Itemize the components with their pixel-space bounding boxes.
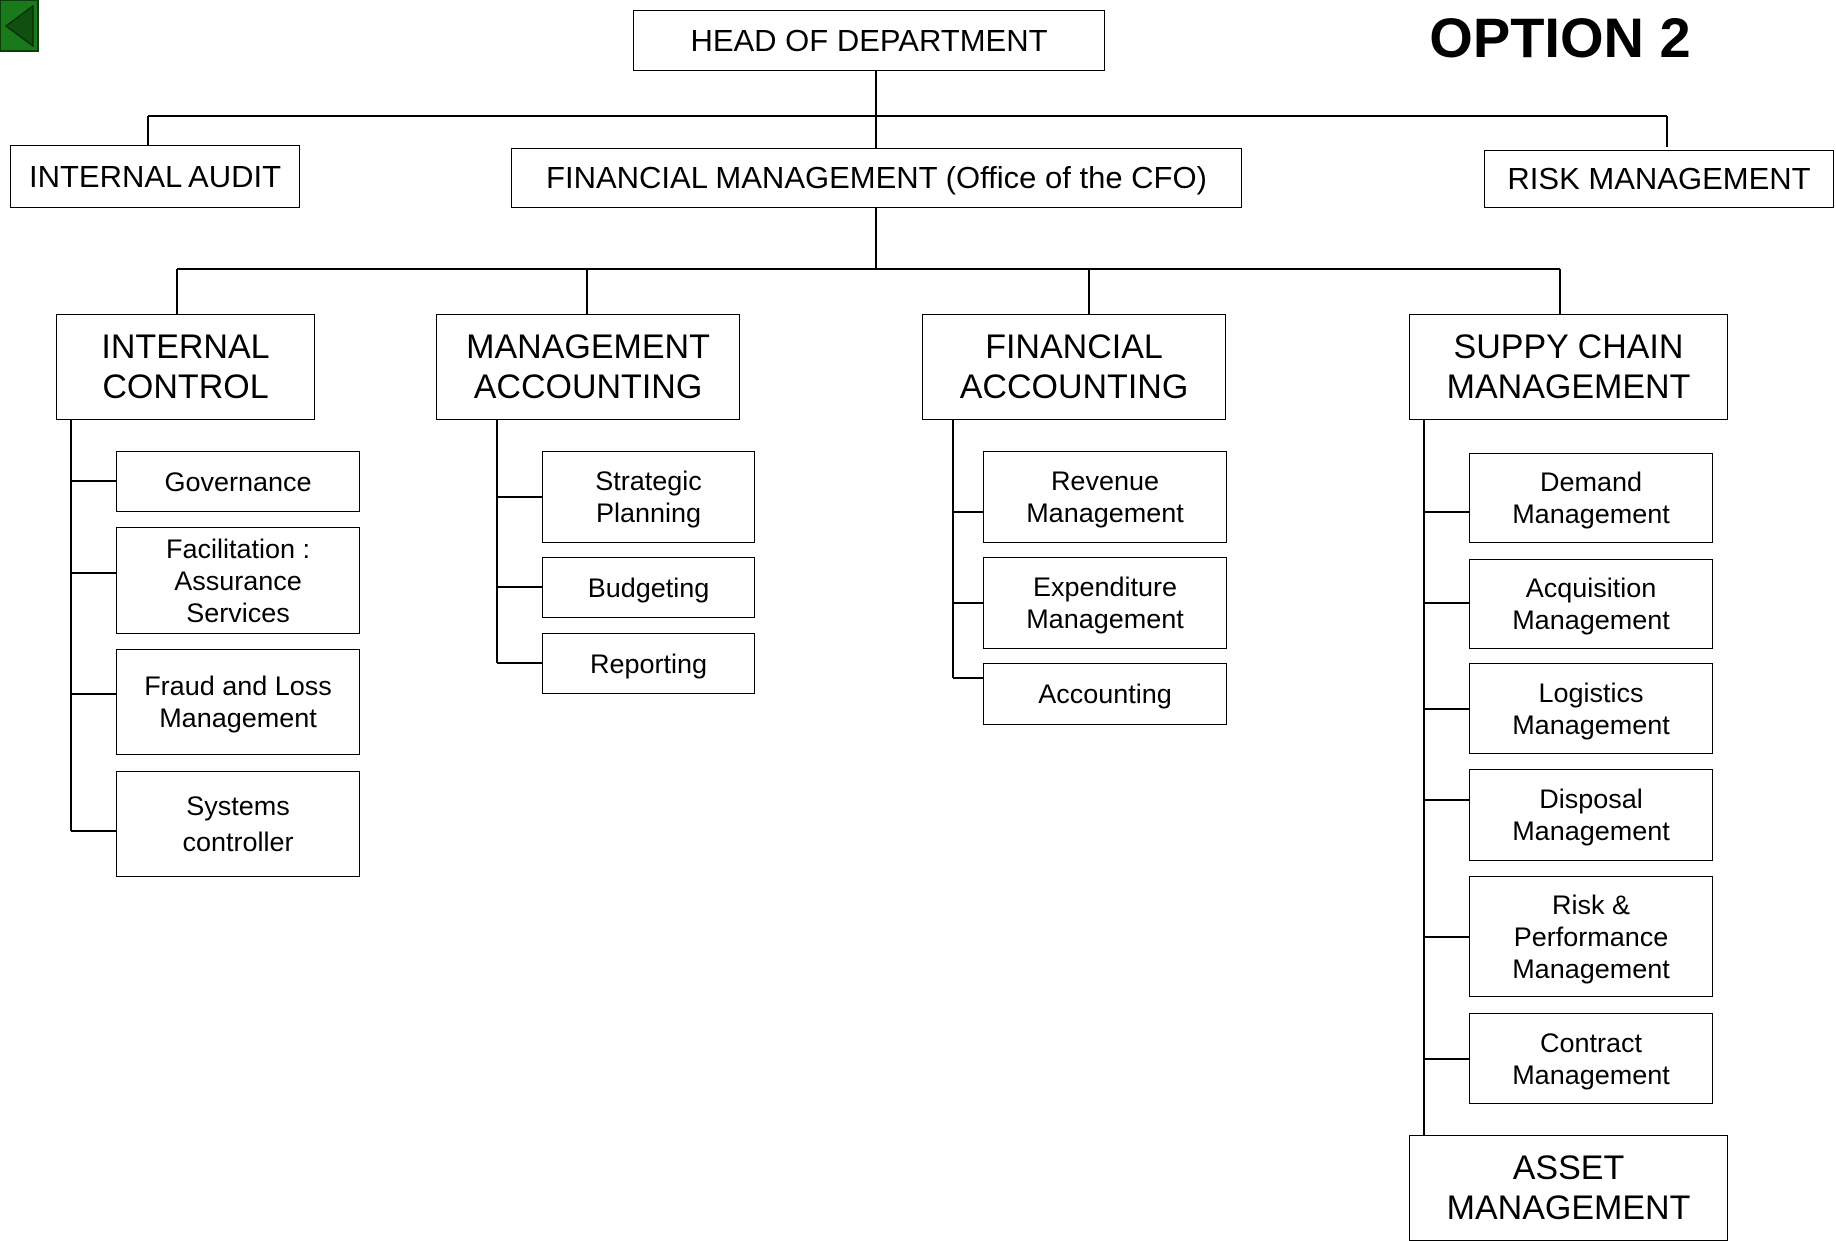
division-management-accounting: MANAGEMENT ACCOUNTING [436, 314, 740, 420]
internal-audit-label: INTERNAL AUDIT [28, 158, 282, 194]
back-arrow-icon[interactable] [0, 0, 40, 53]
unit-box: Systems controller [116, 771, 360, 877]
unit-box: Accounting [983, 663, 1227, 725]
unit-box: Risk & Performance Management [1469, 876, 1713, 997]
division-title: FINANCIAL ACCOUNTING [959, 328, 1189, 406]
unit-box: Facilitation : Assurance Services [116, 527, 360, 634]
unit-box: Budgeting [542, 557, 755, 618]
unit-label: Facilitation : Assurance Services [165, 533, 311, 628]
unit-label: Strategic Planning [595, 466, 702, 528]
head-of-department-box: HEAD OF DEPARTMENT [633, 10, 1105, 71]
unit-box: Fraud and Loss Management [116, 649, 360, 755]
division-title: ASSET MANAGEMENT [1446, 1149, 1691, 1227]
division-title: MANAGEMENT ACCOUNTING [466, 328, 710, 406]
unit-label: Governance [164, 466, 312, 497]
unit-box: Reporting [542, 633, 755, 694]
division-asset-management: ASSET MANAGEMENT [1409, 1135, 1728, 1241]
unit-box: Acquisition Management [1469, 559, 1713, 649]
unit-label: Contract Management [1512, 1027, 1670, 1090]
unit-label: Expenditure Management [1026, 572, 1184, 634]
unit-label: Reporting [589, 648, 708, 679]
unit-box: Expenditure Management [983, 557, 1227, 649]
division-title: SUPPY CHAIN MANAGEMENT [1446, 328, 1691, 406]
unit-box: Contract Management [1469, 1013, 1713, 1104]
division-supply-chain-management: SUPPY CHAIN MANAGEMENT [1409, 314, 1728, 420]
unit-box: Governance [116, 451, 360, 512]
unit-box: Demand Management [1469, 453, 1713, 543]
division-financial-accounting: FINANCIAL ACCOUNTING [922, 314, 1226, 420]
risk-management-box: RISK MANAGEMENT [1484, 150, 1834, 208]
internal-audit-box: INTERNAL AUDIT [10, 145, 300, 208]
unit-label: Logistics Management [1512, 677, 1670, 740]
financial-management-box: FINANCIAL MANAGEMENT (Office of the CFO) [511, 148, 1242, 208]
unit-label: Systems controller [182, 791, 294, 857]
unit-label: Acquisition Management [1512, 573, 1670, 635]
risk-management-label: RISK MANAGEMENT [1507, 161, 1811, 196]
division-internal-control: INTERNAL CONTROL [56, 314, 315, 420]
unit-label: Disposal Management [1512, 784, 1670, 846]
unit-box: Revenue Management [983, 451, 1227, 543]
unit-label: Budgeting [587, 572, 710, 603]
division-title: INTERNAL CONTROL [101, 328, 270, 406]
unit-label: Demand Management [1512, 467, 1670, 529]
option-label: OPTION 2 [1429, 6, 1691, 69]
unit-label: Risk & Performance Management [1512, 889, 1670, 984]
unit-box: Logistics Management [1469, 663, 1713, 754]
unit-label: Fraud and Loss Management [144, 671, 332, 733]
head-of-department-label: HEAD OF DEPARTMENT [690, 22, 1048, 58]
unit-box: Disposal Management [1469, 769, 1713, 861]
financial-management-label: FINANCIAL MANAGEMENT (Office of the CFO) [546, 160, 1207, 195]
unit-label: Revenue Management [1026, 466, 1184, 528]
unit-box: Strategic Planning [542, 451, 755, 543]
unit-label: Accounting [1038, 679, 1172, 709]
